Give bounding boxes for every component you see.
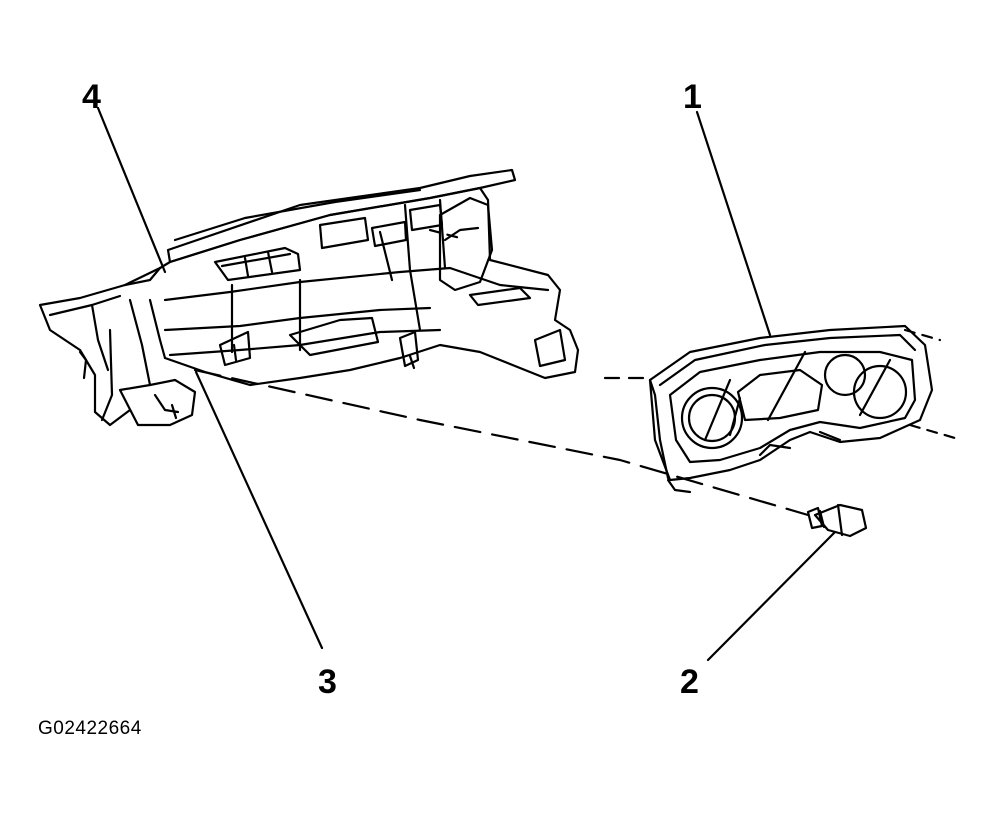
screw-axis-line (195, 370, 808, 515)
callout-2: 2 (680, 663, 699, 701)
leader-line-3 (196, 372, 322, 648)
screw (808, 505, 866, 536)
leader-line-2 (708, 532, 835, 660)
cluster-mount-tab (668, 480, 690, 492)
leader-line-1 (697, 112, 770, 335)
callout-4: 4 (82, 78, 101, 116)
instrument-cluster (605, 326, 955, 480)
callout-1: 1 (683, 78, 702, 116)
callout-3: 3 (318, 663, 337, 701)
leader-line-4 (98, 108, 165, 272)
instrument-panel-carrier (40, 170, 578, 425)
figure-id: G02422664 (38, 718, 142, 739)
